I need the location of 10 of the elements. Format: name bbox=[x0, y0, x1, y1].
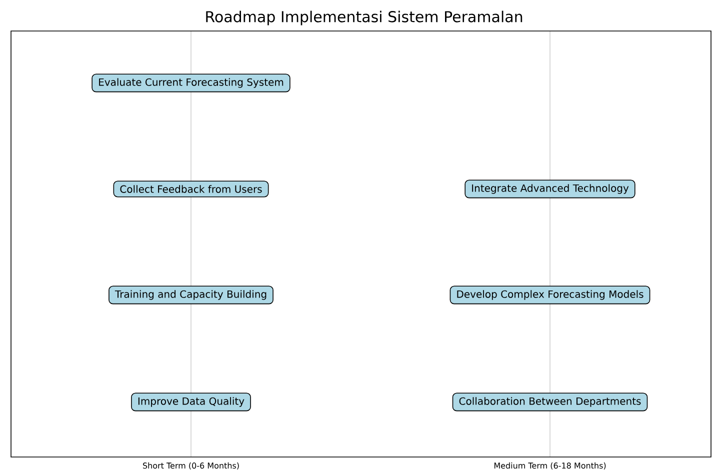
axis-label: Medium Term (6-18 Months) bbox=[494, 462, 606, 470]
task-box: Evaluate Current Forecasting System bbox=[92, 74, 290, 92]
task-box: Collaboration Between Departments bbox=[452, 392, 648, 412]
task-box: Develop Complex Forecasting Models bbox=[450, 286, 650, 304]
task-box: Improve Data Quality bbox=[131, 392, 251, 412]
task-box: Collect Feedback from Users bbox=[113, 180, 269, 198]
task-box: Training and Capacity Building bbox=[108, 286, 274, 304]
task-box: Integrate Advanced Technology bbox=[464, 180, 636, 198]
axis-label: Short Term (0-6 Months) bbox=[143, 462, 239, 470]
chart-title: Roadmap Implementasi Sistem Peramalan bbox=[206, 10, 522, 26]
